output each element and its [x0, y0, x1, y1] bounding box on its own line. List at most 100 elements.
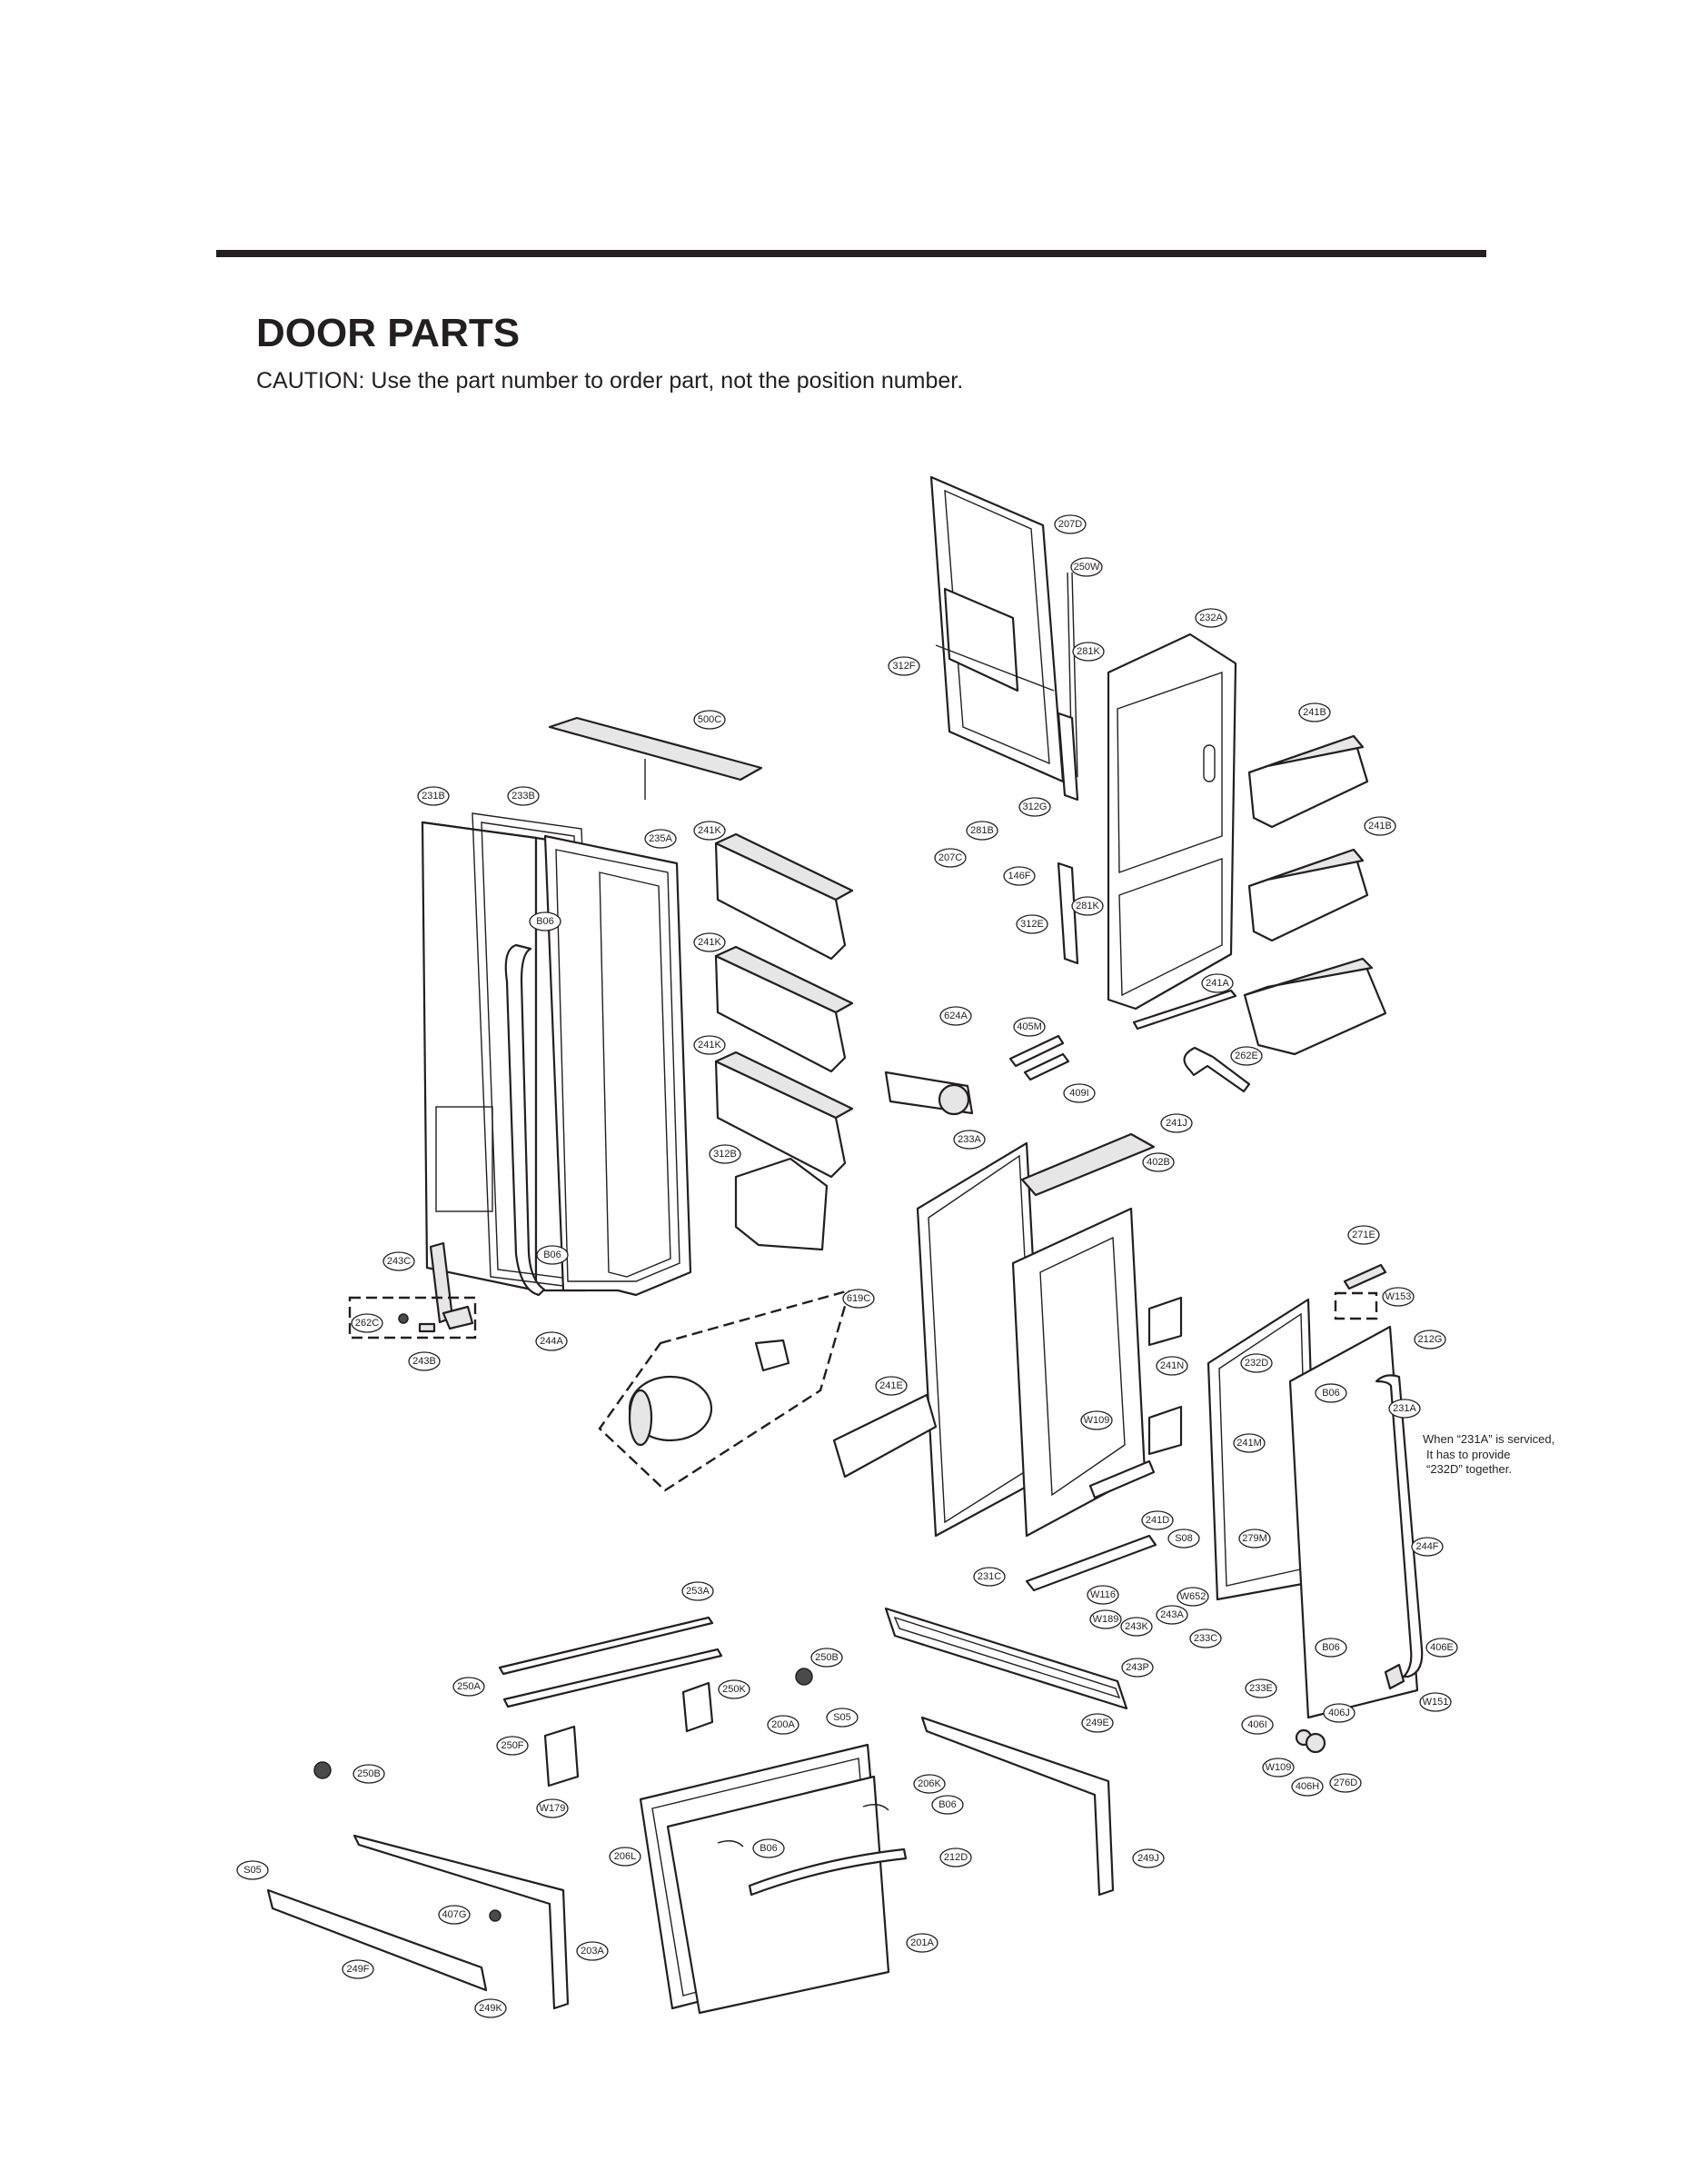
callout-label: B06: [543, 1250, 561, 1260]
callout-label: 200A: [771, 1719, 795, 1730]
callout-250a: 250A: [452, 1677, 485, 1697]
callout-label: 243A: [1160, 1609, 1184, 1620]
callout-244f: 244F: [1411, 1537, 1444, 1557]
callout-235a: 235A: [644, 829, 677, 849]
callout-label: 243K: [1125, 1621, 1148, 1632]
callout-279m: 279M: [1238, 1529, 1271, 1549]
drawer-front-200A: [639, 1743, 908, 2015]
callout-label: 207D: [1058, 519, 1082, 530]
callout-label: 241D: [1146, 1515, 1169, 1526]
service-note-line-3: “232D” together.: [1426, 1462, 1512, 1476]
callout-w153: W153: [1382, 1287, 1415, 1307]
callout-241k: 241K: [693, 821, 726, 841]
callout-271e: 271E: [1347, 1225, 1380, 1245]
callout-label: 249K: [479, 2003, 502, 2014]
callout-label: W179: [540, 1803, 566, 1814]
callout-label: 250K: [722, 1684, 746, 1695]
callout-label: 241J: [1166, 1118, 1187, 1129]
door-baskets-241B-241A: [1243, 734, 1387, 1056]
callout-label: S08: [1175, 1533, 1193, 1544]
callout-label: 232D: [1245, 1358, 1268, 1369]
callout-243c: 243C: [382, 1251, 415, 1271]
callout-233a: 233A: [953, 1130, 986, 1150]
callout-label: 402B: [1147, 1157, 1170, 1168]
callout-label: W189: [1093, 1614, 1119, 1625]
callout-label: B06: [760, 1843, 778, 1854]
callout-500c: 500C: [693, 710, 726, 730]
callout-label: S05: [833, 1712, 851, 1723]
callout-624a: 624A: [939, 1006, 972, 1026]
header-rule: [216, 250, 1486, 257]
callout-262c: 262C: [351, 1313, 383, 1333]
bracket-405M-409I: [1008, 1034, 1070, 1081]
callout-label: 212D: [944, 1852, 968, 1863]
callout-s05: S05: [236, 1860, 269, 1880]
callout-241a: 241A: [1201, 973, 1234, 993]
callout-241b: 241B: [1364, 816, 1396, 836]
callout-label: B06: [1322, 1388, 1340, 1399]
callout-w151: W151: [1419, 1692, 1452, 1712]
callout-244a: 244A: [535, 1331, 568, 1351]
callout-241k: 241K: [693, 932, 726, 952]
callout-233e: 233E: [1245, 1678, 1277, 1698]
drawer-rail-249F-249K: [266, 1834, 570, 2010]
callout-label: 233E: [1249, 1683, 1273, 1694]
callout-281k: 281K: [1072, 642, 1105, 662]
callout-231c: 231C: [973, 1567, 1006, 1587]
callout-label: 232A: [1199, 612, 1223, 623]
freezer-liner-232A: [1107, 632, 1237, 1011]
hinge-406-group: [1295, 1663, 1405, 1754]
callout-label: 406E: [1430, 1642, 1454, 1653]
callout-207c: 207C: [934, 848, 967, 868]
callout-label: 201A: [910, 1937, 934, 1948]
callout-label: B06: [938, 1799, 957, 1810]
callout-label: 241M: [1236, 1438, 1262, 1449]
callout-label: 241E: [879, 1380, 903, 1391]
callout-label: S05: [243, 1865, 262, 1876]
callout-407g: 407G: [438, 1905, 471, 1925]
left-door-liner-235A: [543, 834, 692, 1297]
drawer-rail-249J: [920, 1716, 1115, 1897]
callout-406h: 406H: [1291, 1777, 1324, 1797]
callout-b06: B06: [536, 1245, 569, 1265]
top-hinge-cover-500C: [548, 716, 763, 800]
callout-b06: B06: [529, 911, 561, 931]
callout-label: B06: [1322, 1642, 1340, 1653]
callout-406j: 406J: [1323, 1703, 1355, 1723]
callout-232a: 232A: [1195, 608, 1227, 628]
auger-motor-group-619C: [598, 1289, 851, 1492]
rail-and-wrench-262E: [1132, 989, 1251, 1093]
callout-203a: 203A: [576, 1941, 609, 1961]
callout-241b: 241B: [1298, 702, 1331, 722]
callout-label: 249F: [346, 1964, 369, 1975]
callout-312e: 312E: [1016, 914, 1048, 934]
drawer-rails-253A-250A: [498, 1616, 723, 1708]
callout-label: 207C: [938, 852, 962, 863]
callout-206k: 206K: [913, 1774, 946, 1794]
callout-233c: 233C: [1189, 1628, 1222, 1648]
callout-label: 241K: [698, 1040, 721, 1051]
caution-text: CAUTION: Use the part number to order pa…: [256, 368, 964, 393]
callout-label: 250B: [357, 1768, 381, 1779]
callout-619c: 619C: [842, 1289, 875, 1309]
callout-212d: 212D: [939, 1847, 972, 1867]
callout-405m: 405M: [1013, 1017, 1046, 1037]
callout-243p: 243P: [1121, 1658, 1154, 1678]
callout-label: 405M: [1017, 1021, 1042, 1032]
service-note-line-1: When “231A” is serviced,: [1423, 1432, 1554, 1446]
small-hardware: [313, 1668, 813, 1922]
callout-label: W151: [1423, 1697, 1449, 1708]
callout-w179: W179: [536, 1798, 569, 1818]
callout-label: 281K: [1076, 901, 1099, 911]
callout-label: 249J: [1137, 1853, 1159, 1864]
callout-232d: 232D: [1240, 1353, 1273, 1373]
callout-241m: 241M: [1233, 1433, 1266, 1453]
callout-label: 231B: [422, 791, 445, 802]
callout-312f: 312F: [888, 656, 920, 676]
callout-406e: 406E: [1425, 1638, 1458, 1658]
callout-label: 235A: [649, 833, 672, 844]
callout-label: 624A: [944, 1011, 968, 1021]
callout-w189: W189: [1089, 1609, 1122, 1629]
